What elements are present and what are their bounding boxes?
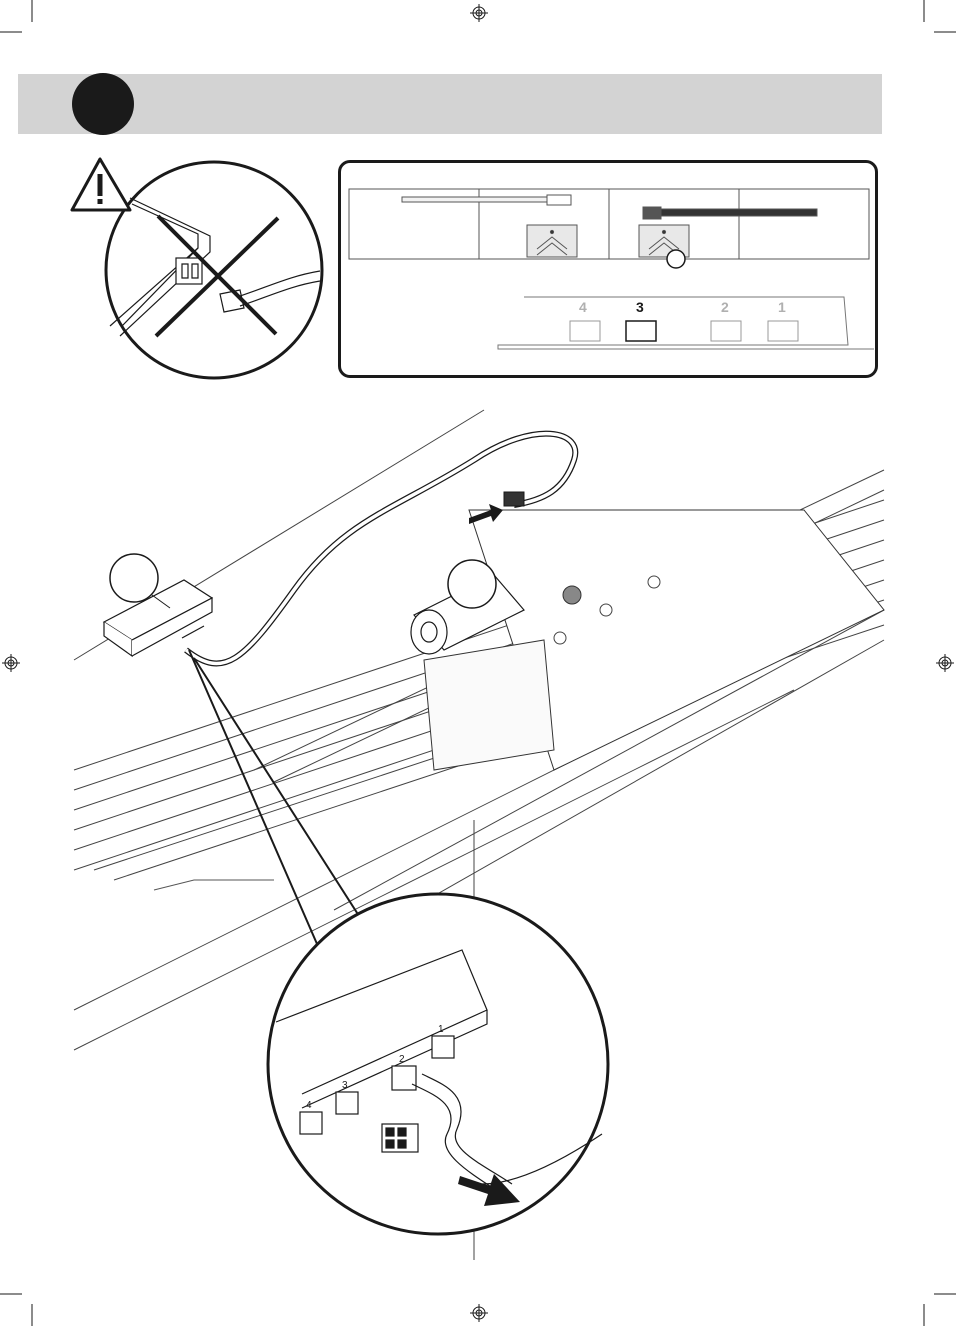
registration-mark-bottom — [470, 1304, 488, 1322]
port-label-2: 2 — [721, 299, 729, 315]
zoom-port-label-2: 2 — [399, 1054, 405, 1065]
rail-overview-drawing — [347, 187, 871, 297]
warning-illustration — [70, 156, 332, 386]
unplugged-connector — [504, 492, 524, 506]
port-strip-drawing — [496, 295, 876, 355]
zoom-port-label-4: 4 — [306, 1100, 312, 1111]
zoom-port-label-3: 3 — [342, 1080, 348, 1091]
step-header-band — [18, 74, 882, 134]
registration-mark-right — [936, 654, 954, 672]
zoom-port-label-1: 1 — [438, 1024, 444, 1035]
port-diagram-panel: 4 3 2 1 — [338, 160, 878, 378]
port-connectors — [570, 321, 798, 341]
callout-circle-control-box — [110, 554, 158, 602]
port-label-1: 1 — [778, 299, 786, 315]
port-label-3: 3 — [636, 299, 644, 315]
port-label-4: 4 — [579, 299, 587, 315]
callout-circle-motor — [448, 560, 496, 608]
registration-mark-left — [2, 654, 20, 672]
connector-zoom-detail: 4 3 2 1 — [262, 894, 616, 1244]
step-number-circle — [72, 73, 134, 135]
registration-mark-top — [470, 4, 488, 22]
